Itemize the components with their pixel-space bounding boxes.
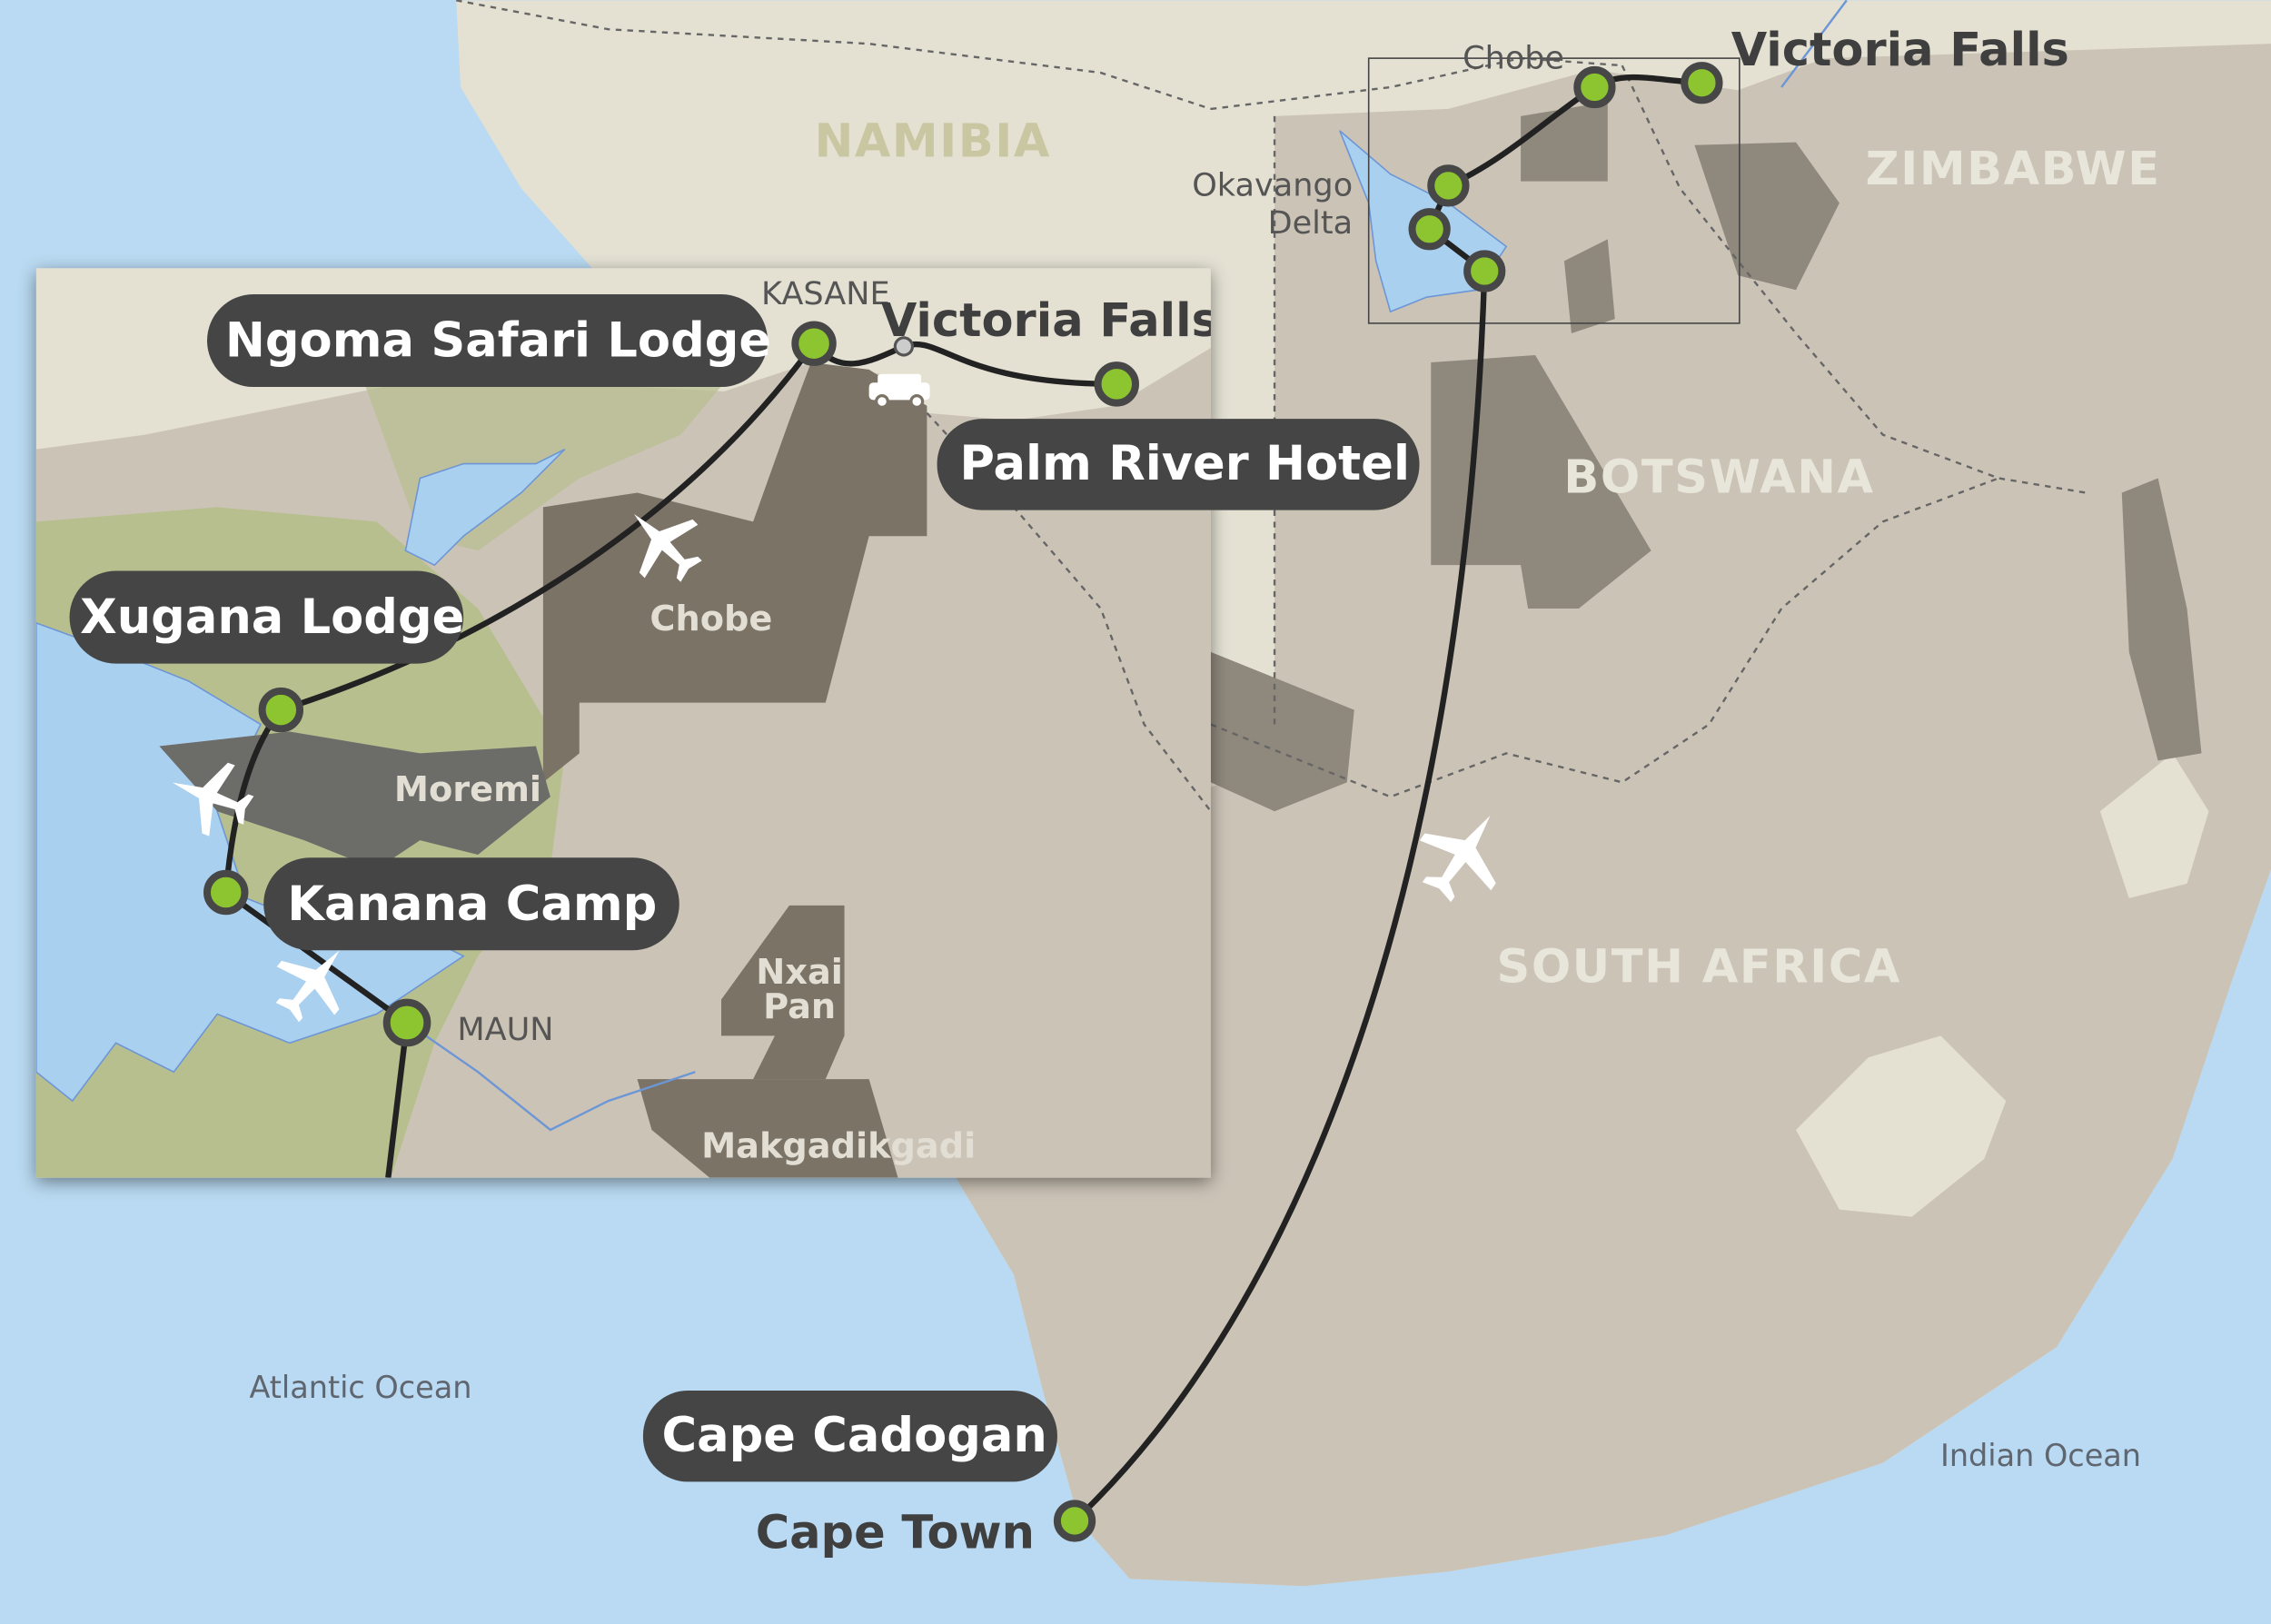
- lodge-name: Kanana Camp: [287, 876, 657, 932]
- stop-marker-ngoma[interactable]: [791, 321, 837, 366]
- lodge-name: Ngoma Safari Lodge: [225, 313, 771, 369]
- stop-marker[interactable]: [1463, 250, 1506, 292]
- lodge-label-palm-river[interactable]: Palm River Hotel: [937, 419, 1420, 510]
- place-label-kasane: KASANE: [761, 275, 890, 312]
- country-label-zimbabwe: ZIMBABWE: [1866, 143, 2161, 196]
- inset-map: KASANE Victoria Falls MAUN Chobe Moremi …: [35, 268, 1420, 1178]
- stop-marker[interactable]: [1408, 208, 1451, 251]
- lodge-label-cape-cadogan[interactable]: Cape Cadogan: [642, 1390, 1057, 1482]
- stop-marker-maun[interactable]: [382, 998, 431, 1047]
- lodge-label-xugana[interactable]: Xugana Lodge: [69, 570, 465, 664]
- waypoint-marker: [893, 336, 915, 357]
- swaziland: [2099, 753, 2209, 898]
- inset-okavango-water: [35, 622, 465, 1103]
- stop-marker-kanana[interactable]: [203, 869, 249, 916]
- car-icon: [868, 373, 930, 409]
- place-label-chobe: Chobe: [1463, 39, 1564, 76]
- main-stops: [1053, 62, 1723, 1542]
- stop-marker-cape-town[interactable]: [1053, 1500, 1096, 1542]
- lodge-name: Xugana Lodge: [80, 589, 464, 645]
- country-label-namibia: NAMIBIA: [815, 115, 1051, 169]
- park-chobe: [542, 361, 927, 783]
- place-label-victoria-falls: Victoria Falls: [1731, 24, 2069, 77]
- lodge-name: Palm River Hotel: [959, 436, 1410, 491]
- main-parks: [1210, 101, 2202, 812]
- park-label-chobe: Chobe: [650, 599, 772, 639]
- flight-route-cape-town: [1072, 271, 1488, 1523]
- place-label-maun: MAUN: [457, 1011, 553, 1048]
- lodge-label-kanana[interactable]: Kanana Camp: [263, 857, 679, 951]
- lodge-name: Cape Cadogan: [662, 1408, 1047, 1463]
- stop-marker-xugana[interactable]: [258, 687, 304, 733]
- lesotho: [1796, 1035, 2007, 1217]
- park-label-moremi: Moremi: [394, 769, 541, 810]
- stop-marker[interactable]: [1427, 164, 1470, 207]
- park-moremi: [159, 731, 550, 869]
- park-label-makgadikgadi: Makgadikgadi: [701, 1125, 976, 1166]
- place-label-okavango: Okavango: [1192, 167, 1353, 204]
- land-south: [927, 44, 2271, 1587]
- country-label-south-africa: SOUTH AFRICA: [1496, 940, 1900, 994]
- park-label-nxai: Nxai: [756, 952, 843, 993]
- inset-route: [223, 338, 1117, 1178]
- stop-marker[interactable]: [1681, 62, 1723, 104]
- inset-parks: [159, 361, 927, 1178]
- stop-marker-palm-river[interactable]: [1094, 361, 1139, 407]
- lodge-label-ngoma[interactable]: Ngoma Safari Lodge: [206, 294, 771, 388]
- inset-extent-box: [1367, 57, 1740, 324]
- stop-marker[interactable]: [1573, 65, 1616, 109]
- park-label-pan: Pan: [763, 986, 836, 1027]
- ocean-label-indian: Indian Ocean: [1940, 1438, 2141, 1473]
- ocean-label-atlantic: Atlantic Ocean: [250, 1370, 472, 1405]
- place-label-delta: Delta: [1268, 204, 1354, 242]
- country-label-botswana: BOTSWANA: [1563, 451, 1874, 504]
- park-makgadikgadi: [637, 1079, 898, 1178]
- park-nxai-pan: [721, 905, 845, 1080]
- inset-chobe-river: [404, 448, 566, 567]
- zambezi-river: [1780, 0, 1848, 88]
- place-label-victoria-falls-inset: Victoria Falls: [881, 294, 1219, 348]
- inset-river: [406, 1022, 696, 1132]
- place-label-cape-town: Cape Town: [756, 1507, 1035, 1560]
